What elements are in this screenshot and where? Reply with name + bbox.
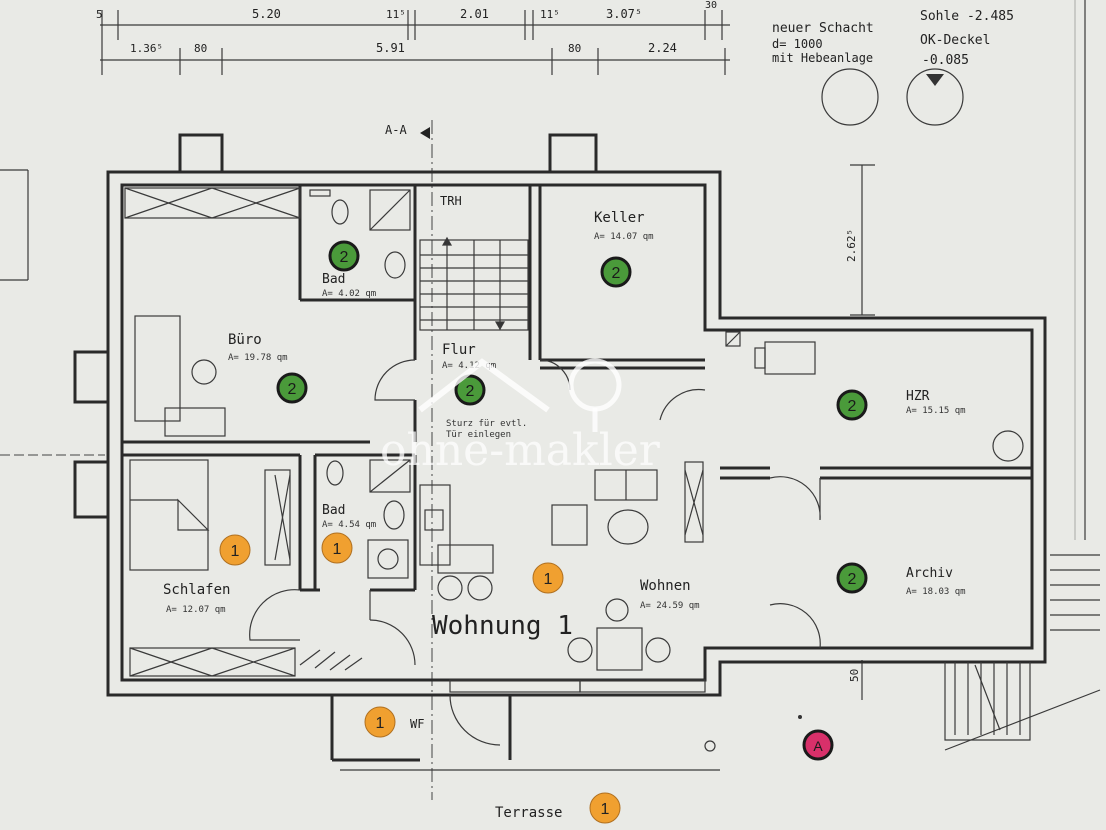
dim-second-3: 80	[568, 42, 581, 55]
dim-second-2: 5.91	[376, 41, 405, 55]
marker-text: 2	[466, 383, 475, 400]
note-schacht-3: mit Hebeanlage	[772, 51, 873, 65]
shaft-notes: neuer Schacht d= 1000 mit Hebeanlage Soh…	[772, 0, 1086, 540]
note-ok-deckel: OK-Deckel	[920, 33, 990, 48]
room-schlafen-name: Schlafen	[163, 582, 230, 598]
shaft-circle-1	[821, 68, 879, 126]
room-flur-name: Flur	[442, 342, 476, 358]
marker-wohnen: 1	[532, 562, 564, 594]
marker-buero: 2	[276, 372, 308, 404]
dim-second-1: 80	[194, 42, 207, 55]
room-keller-name: Keller	[594, 210, 645, 226]
green-markers: 2 2 2 2 2 2	[276, 240, 868, 594]
dim-second-4: 2.24	[648, 41, 677, 55]
marker-text: 2	[612, 265, 621, 282]
marker-bad-bottom: 1	[321, 532, 353, 564]
dim-top-5: 3.07⁵	[606, 7, 642, 21]
note-sohle: Sohle -2.485	[920, 9, 1014, 24]
marker-archiv: 2	[836, 562, 868, 594]
staircase	[419, 236, 529, 331]
dim-top-0: 5	[96, 8, 103, 21]
marker-text: 1	[376, 715, 385, 732]
marker-text: 1	[231, 543, 240, 560]
room-wohnen-area: A= 24.59 qm	[640, 601, 700, 611]
room-archiv-area: A= 18.03 qm	[906, 587, 966, 597]
room-wohnen-name: Wohnen	[640, 578, 691, 594]
room-hzr-name: HZR	[906, 389, 930, 404]
room-bad-top-area: A= 4.02 qm	[322, 289, 376, 299]
dim-vertical-1: 2.62⁵	[845, 229, 858, 262]
dim-second-0: 1.36⁵	[130, 42, 163, 55]
level-triangle-icon	[926, 74, 944, 86]
section-arrow-icon	[420, 127, 430, 139]
dimension-lines	[100, 10, 875, 700]
room-labels: Büro A= 19.78 qm Bad A= 4.02 qm TRH Flur…	[163, 194, 966, 821]
furniture	[124, 187, 1101, 771]
note-schacht-1: neuer Schacht	[772, 21, 874, 36]
room-archiv-name: Archiv	[906, 566, 953, 581]
marker-text: 1	[333, 541, 342, 558]
marker-text: A	[813, 738, 823, 754]
marker-wf: 1	[364, 706, 396, 738]
marker-flur: 2	[454, 374, 486, 406]
watermark-house-icon	[418, 358, 550, 413]
note-sturz-2: Tür einlegen	[446, 430, 511, 440]
section-marker: A-A	[0, 120, 433, 800]
dim-top-6: 30	[705, 0, 717, 11]
marker-hzr: 2	[836, 389, 868, 421]
room-bad-bottom-area: A= 4.54 qm	[322, 520, 376, 530]
note-sturz-1: Sturz für evtl.	[446, 419, 527, 429]
marker-text: 2	[848, 398, 857, 415]
shaft-circle-2	[906, 68, 964, 126]
room-schlafen-area: A= 12.07 qm	[166, 605, 226, 615]
room-wf-name: WF	[410, 717, 424, 731]
dim-top-1: 5.20	[252, 7, 281, 21]
dim-top-3: 2.01	[460, 7, 489, 21]
dim-top-4: 11⁵	[540, 8, 560, 21]
room-flur-area: A= 4.12 qm	[442, 361, 496, 371]
marker-text: 2	[848, 571, 857, 588]
door-swings	[249, 359, 821, 746]
watermark-text: ohne-makler	[380, 425, 661, 476]
dimension-labels: 5 5.20 11⁵ 2.01 11⁵ 3.07⁵ 30 1.36⁵ 80 5.…	[96, 0, 861, 682]
exterior-walls	[73, 133, 1047, 697]
marker-text: 1	[544, 571, 553, 588]
note-ok-value: -0.085	[922, 53, 969, 68]
room-buero-area: A= 19.78 qm	[228, 353, 288, 363]
pink-marker: A	[798, 715, 834, 761]
unit-title: Wohnung 1	[432, 611, 573, 641]
marker-keller: 2	[600, 256, 632, 288]
marker-bad-top: 2	[328, 240, 360, 272]
section-label: A-A	[385, 123, 407, 137]
marker-terrasse: 1	[589, 792, 621, 824]
marker-text: 1	[601, 801, 610, 818]
orange-markers: 1 1 1 1 1	[219, 532, 621, 824]
dim-vertical-2: 50	[848, 669, 861, 682]
marker-text: 2	[288, 381, 297, 398]
note-schacht-2: d= 1000	[772, 37, 823, 51]
room-terrasse-name: Terrasse	[495, 805, 562, 821]
trh-label: TRH	[440, 194, 462, 208]
room-bad-top-name: Bad	[322, 272, 345, 287]
marker-schlafen: 1	[219, 534, 251, 566]
room-buero-name: Büro	[228, 332, 262, 348]
room-keller-area: A= 14.07 qm	[594, 232, 654, 242]
room-hzr-area: A= 15.15 qm	[906, 406, 966, 416]
watermark: ohne-makler	[380, 358, 661, 476]
room-bad-bottom-name: Bad	[322, 503, 345, 518]
dim-top-2: 11⁵	[386, 8, 406, 21]
marker-text: 2	[340, 249, 349, 266]
